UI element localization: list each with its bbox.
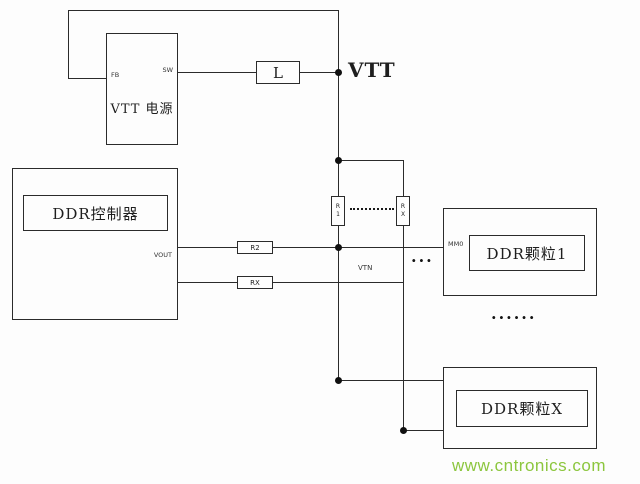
inductor-box: L [256,61,300,84]
junction-ddrx-lower [400,427,407,434]
vtt-supply-block: FB SW VTT 电源 [106,33,178,145]
pin-vout-label: VOUT [153,251,172,259]
vtt-node-label: VTT [348,58,396,82]
wire-rx-pullup-vertical [403,160,404,430]
wire-pullup-branch [338,160,404,161]
wire-top-left-vertical [68,10,69,78]
ddr-controller-block: DDR控制器 VOUT [12,168,178,320]
wire-fb-feedback [68,78,106,79]
wire-vtt-main-vertical [338,10,339,380]
junction-vtt-node [335,69,342,76]
ddr-chip1-label: DDR颗粒1 [469,235,585,271]
dotted-more-pullups [350,208,394,210]
junction-pullup-branch [335,157,342,164]
wire-to-ddrx-upper [338,380,444,381]
wire-sw-to-inductor [178,72,256,73]
resistor-r2-series: R2 [237,241,273,254]
wire-top-horizontal [68,10,339,11]
resistor-rx-series: RX [237,276,273,289]
net-vtn-label: VTN [358,264,373,272]
wire-signal-line1 [178,247,444,248]
junction-ddrx-upper [335,377,342,384]
ellipsis-more-signals: ··· [411,251,434,270]
wire-signal-line2 [178,282,404,283]
vtt-supply-label: VTT 电源 [110,102,174,117]
pin-mm0-label: MM0 [448,240,464,248]
ddr-chip1-block: MM0 DDR颗粒1 [443,208,597,296]
resistor-rx-pullup: RX [396,196,410,226]
wire-inductor-to-vtt-node [300,72,339,73]
ddr-controller-label: DDR控制器 [23,195,168,231]
ddr-chipx-block: DDR颗粒X [443,367,597,449]
pin-sw-label: SW [162,66,173,74]
ellipsis-more-chips: ······ [491,308,537,327]
junction-line1-tap [335,244,342,251]
pin-fb-label: FB [111,71,120,79]
watermark-text: www.cntronics.com [452,456,606,475]
wire-to-ddrx-lower [403,430,444,431]
ddr-chipx-label: DDR颗粒X [456,390,588,427]
resistor-r1-pullup: R1 [331,196,345,226]
